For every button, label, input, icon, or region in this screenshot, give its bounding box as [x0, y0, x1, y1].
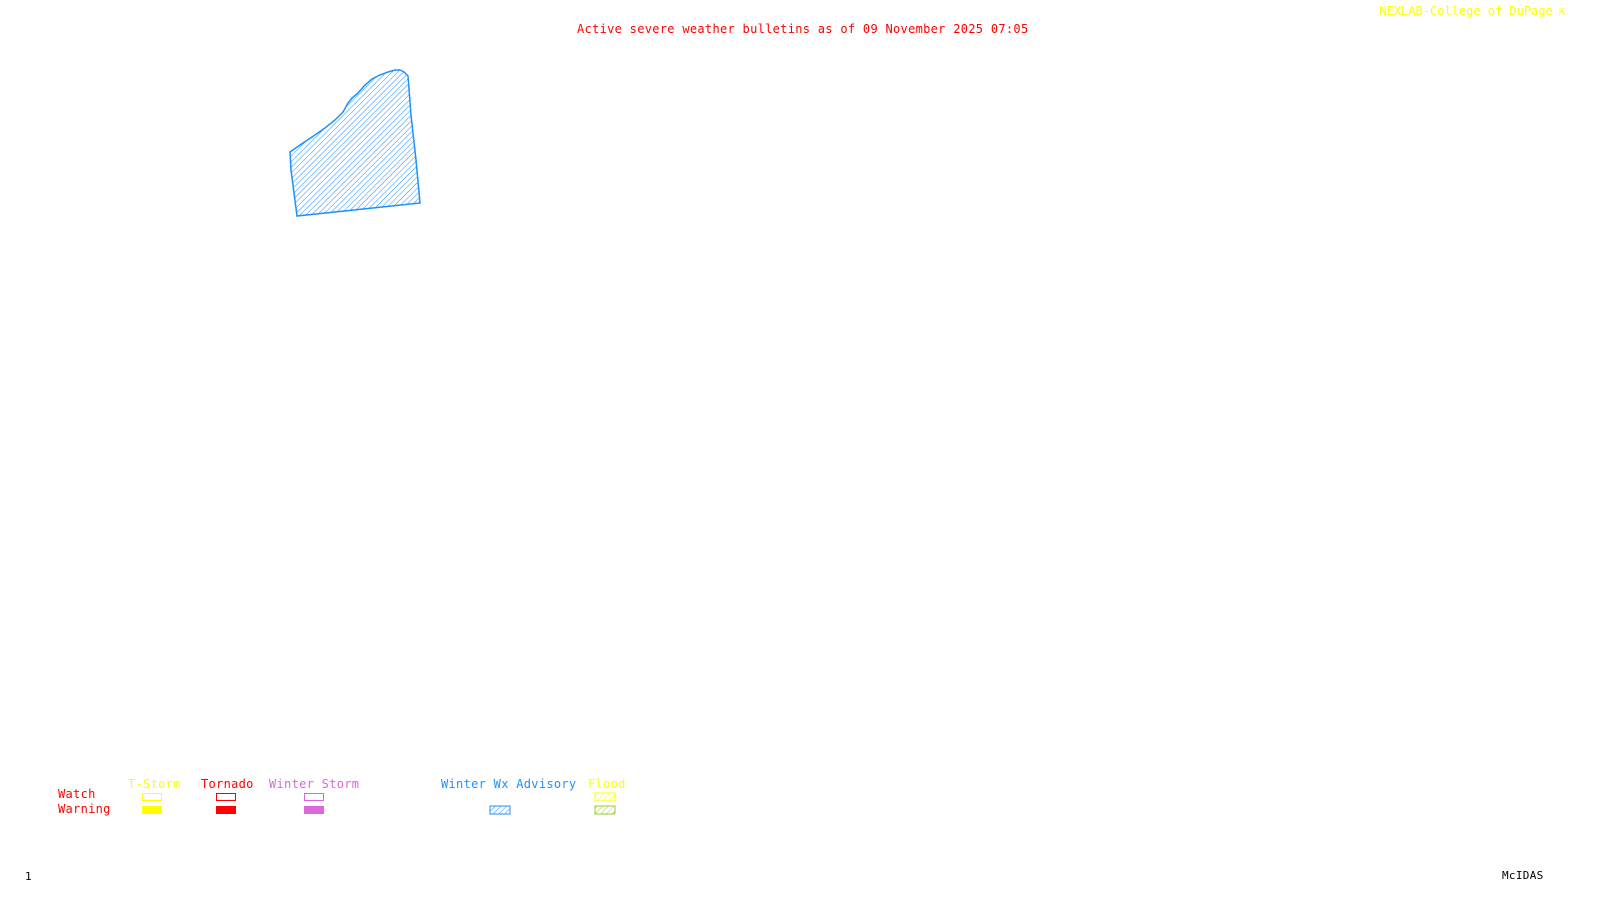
legend-winter-storm-watch [304, 793, 324, 801]
map-title: Active severe weather bulletins as of 09… [577, 22, 1029, 36]
credit-label: NEXLAB-College of DuPage [1379, 4, 1553, 18]
legend-winter-storm-label: Winter Storm [269, 777, 360, 791]
legend-tstorm-warning [142, 806, 162, 814]
legend-tornado-warning [216, 806, 236, 814]
legend-flood-label: Flood [588, 777, 626, 791]
legend-winter-storm-warning [304, 806, 324, 814]
legend-flood-warning [594, 805, 616, 815]
legend-winter-advisory-label: Winter Wx Advisory [441, 777, 577, 791]
legend-warning-label: Warning [58, 802, 111, 816]
external-link-icon[interactable]: ⇱ [1558, 4, 1566, 18]
legend-tornado-watch [216, 793, 236, 801]
legend-watch-label: Watch [58, 787, 96, 801]
legend-winter-advisory-warning [489, 805, 511, 815]
legend-flood-watch [594, 792, 616, 802]
legend-tornado-label: Tornado [201, 777, 254, 791]
legend-tstorm-watch [142, 793, 162, 801]
credit-row: NEXLAB-College of DuPage ⇱ [1379, 4, 1566, 18]
software-label: McIDAS [1502, 869, 1544, 882]
frame-number: 1 [25, 870, 32, 883]
legend-tstorm-label: T-Storm [128, 777, 181, 791]
winter-advisory-area[interactable] [289, 69, 421, 217]
